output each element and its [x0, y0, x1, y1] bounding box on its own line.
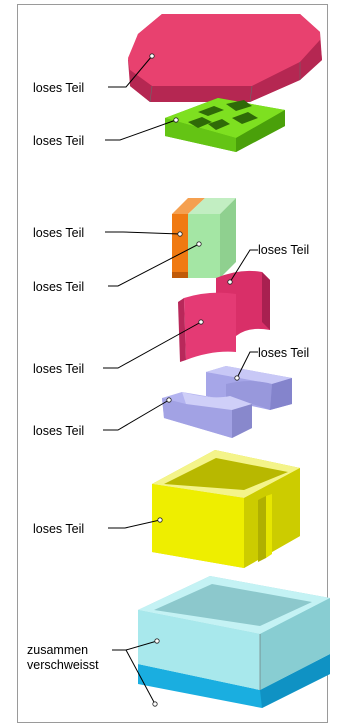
leader-block-right	[236, 351, 258, 379]
leader-base-bottom	[112, 649, 156, 705]
label-yellow-box: loses Teil	[33, 522, 84, 536]
leader-yellow-box	[108, 519, 161, 529]
label-cube-orange: loses Teil	[33, 226, 84, 240]
leader-plate	[105, 119, 177, 141]
label-block-left: loses Teil	[33, 424, 84, 438]
leader-lid	[108, 55, 153, 88]
yellow-box-part	[152, 450, 300, 568]
curved-pieces	[178, 270, 270, 362]
label-base-line2: verschweisst	[27, 658, 99, 672]
label-curved-left: loses Teil	[33, 362, 84, 376]
label-cube-green: loses Teil	[33, 280, 84, 294]
leader-lines	[103, 55, 258, 705]
label-base-line1: zusammen	[27, 643, 88, 657]
leader-curved-left	[103, 321, 202, 369]
leader-curved-right	[229, 249, 258, 283]
leader-block-left	[103, 399, 170, 431]
label-lid: loses Teil	[33, 81, 84, 95]
label-block-right: loses Teil	[258, 346, 309, 360]
diagram-frame	[17, 4, 328, 723]
leader-cube-orange	[105, 231, 181, 235]
lavender-blocks	[162, 366, 292, 438]
cube-part	[172, 198, 236, 278]
leader-dots	[149, 53, 240, 707]
plate-part	[165, 98, 285, 152]
base-part	[138, 576, 330, 708]
label-curved-right: loses Teil	[258, 243, 309, 257]
lid-part	[128, 14, 322, 103]
leader-cube-green	[108, 243, 200, 287]
label-plate: loses Teil	[33, 134, 84, 148]
